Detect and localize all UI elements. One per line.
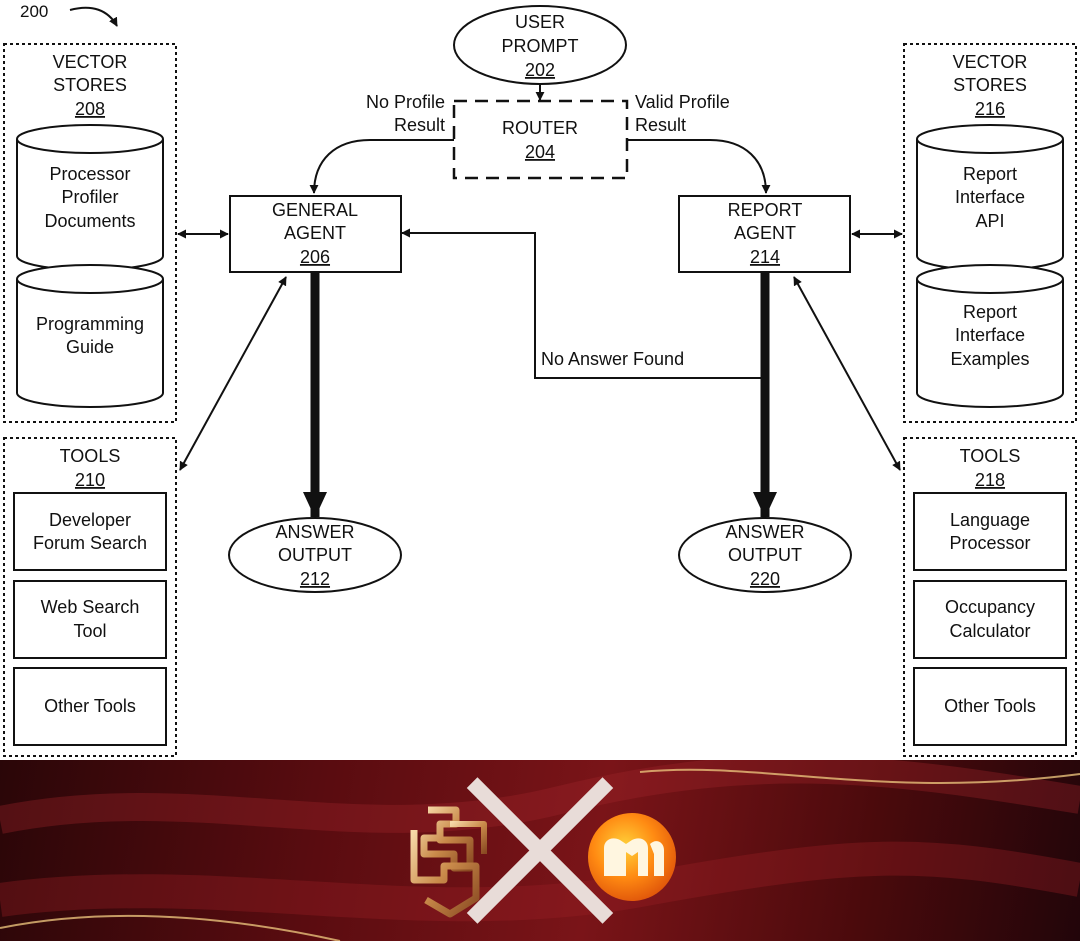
left-db1-line1: Processor <box>49 164 130 184</box>
report-to-answer-arrowhead <box>753 492 777 518</box>
left-tool1-line2: Forum Search <box>33 533 147 553</box>
right-db2-line2: Interface <box>955 325 1025 345</box>
banner-artwork <box>0 760 1080 941</box>
right-answer-node: ANSWER OUTPUT 220 <box>678 517 852 593</box>
right-brand-logo <box>588 813 676 901</box>
router-node: ROUTER 204 <box>452 99 629 180</box>
right-tool2-line2: Calculator <box>949 621 1030 641</box>
left-db1-line2: Profiler <box>61 187 118 207</box>
valid-profile-label-line2: Result <box>635 115 686 135</box>
left-answer-line2: OUTPUT <box>278 545 352 565</box>
no-profile-label: No Profile <box>366 92 445 112</box>
user-prompt-node: USER PROMPT 202 <box>453 5 627 85</box>
report-agent-line1: REPORT <box>728 200 803 220</box>
left-tool2-line1: Web Search <box>41 597 140 617</box>
left-tools-ref: 210 <box>75 470 105 490</box>
left-vector-ref: 208 <box>75 99 105 119</box>
left-answer-line1: ANSWER <box>275 522 354 542</box>
report-interface-examples-db: Report Interface Examples <box>916 264 1064 408</box>
no-answer-feedback-arrow <box>401 228 765 379</box>
user-prompt-line1: USER <box>515 12 565 32</box>
left-other-tools <box>13 667 167 746</box>
general-tools-link <box>179 276 287 471</box>
general-agent-line2: AGENT <box>284 223 346 243</box>
right-tools-ref: 218 <box>975 470 1005 490</box>
programming-guide-db: Programming Guide <box>16 264 164 408</box>
general-agent-line1: GENERAL <box>272 200 358 220</box>
no-answer-label: No Answer Found <box>541 349 684 369</box>
left-db1-line3: Documents <box>44 211 135 231</box>
figure-number: 200 <box>20 2 48 21</box>
user-prompt-line2: PROMPT <box>501 36 578 56</box>
router-to-report-arrow <box>627 139 771 194</box>
router-label: ROUTER <box>502 118 578 138</box>
right-tool1-line2: Processor <box>949 533 1030 553</box>
left-brand-logo <box>410 806 487 918</box>
right-tool1-line1: Language <box>950 510 1030 530</box>
right-db1-line2: Interface <box>955 187 1025 207</box>
occupancy-calculator-tool <box>913 580 1067 659</box>
right-tool2-line1: Occupancy <box>945 597 1035 617</box>
report-interface-api-db: Report Interface API <box>916 124 1064 271</box>
left-vector-title-line1: VECTOR <box>53 52 128 72</box>
right-db1-line1: Report <box>963 164 1017 184</box>
left-vector-stores: VECTOR STORES 208 Processor Profiler Doc… <box>3 43 177 423</box>
left-answer-ref: 212 <box>300 569 330 589</box>
user-prompt-ref: 202 <box>525 60 555 80</box>
report-tools-link <box>793 276 901 471</box>
right-vector-title-line2: STORES <box>953 75 1027 95</box>
general-agent-ref: 206 <box>300 247 330 267</box>
report-agent-ref: 214 <box>750 247 780 267</box>
right-vector-stores: VECTOR STORES 216 Report Interface API R… <box>903 43 1077 423</box>
right-answer-line2: OUTPUT <box>728 545 802 565</box>
report-agent-line2: AGENT <box>734 223 796 243</box>
right-vector-title-line1: VECTOR <box>953 52 1028 72</box>
processor-profiler-db: Processor Profiler Documents <box>16 124 164 271</box>
left-answer-node: ANSWER OUTPUT 212 <box>228 517 402 593</box>
web-search-tool <box>13 580 167 659</box>
wave-band-1 <box>0 760 1080 834</box>
right-db1-line3: API <box>975 211 1004 231</box>
router-ref: 204 <box>525 142 555 162</box>
left-tools-title: TOOLS <box>60 446 121 466</box>
left-tools: TOOLS 210 Developer Forum Search Web Sea… <box>3 437 177 757</box>
router-to-general-arrow <box>309 139 454 194</box>
general-agent-node: GENERAL AGENT 206 <box>229 195 402 273</box>
right-answer-ref: 220 <box>750 569 780 589</box>
left-db2-line1: Programming <box>36 314 144 334</box>
right-db2-line3: Examples <box>950 349 1029 369</box>
right-tools-title: TOOLS <box>960 446 1021 466</box>
developer-forum-search-tool <box>13 492 167 571</box>
valid-profile-label: Valid Profile <box>635 92 730 112</box>
no-profile-label-line2: Result <box>394 115 445 135</box>
right-answer-line1: ANSWER <box>725 522 804 542</box>
right-tool3-label: Other Tools <box>944 696 1036 716</box>
left-tool1-line1: Developer <box>49 510 131 530</box>
language-processor-tool <box>913 492 1067 571</box>
gold-streak-top <box>639 768 1080 784</box>
right-tools: TOOLS 218 Language Processor Occupancy C… <box>903 437 1077 757</box>
right-other-tools <box>913 667 1067 746</box>
figure-arrow <box>69 6 118 27</box>
flow-diagram: 200 USER PROMPT 202 ROUTER 204 No Profil… <box>3 2 1077 757</box>
left-vector-title-line2: STORES <box>53 75 127 95</box>
left-db2-line2: Guide <box>66 337 114 357</box>
left-tool3-label: Other Tools <box>44 696 136 716</box>
right-db2-line1: Report <box>963 302 1017 322</box>
brand-banner <box>0 760 1080 941</box>
report-agent-node: REPORT AGENT 214 <box>678 195 851 273</box>
left-tool2-line2: Tool <box>73 621 106 641</box>
gold-streak-bottom <box>0 914 341 941</box>
right-vector-ref: 216 <box>975 99 1005 119</box>
collaboration-x-icon <box>466 777 614 924</box>
general-to-answer-arrowhead <box>303 492 327 518</box>
